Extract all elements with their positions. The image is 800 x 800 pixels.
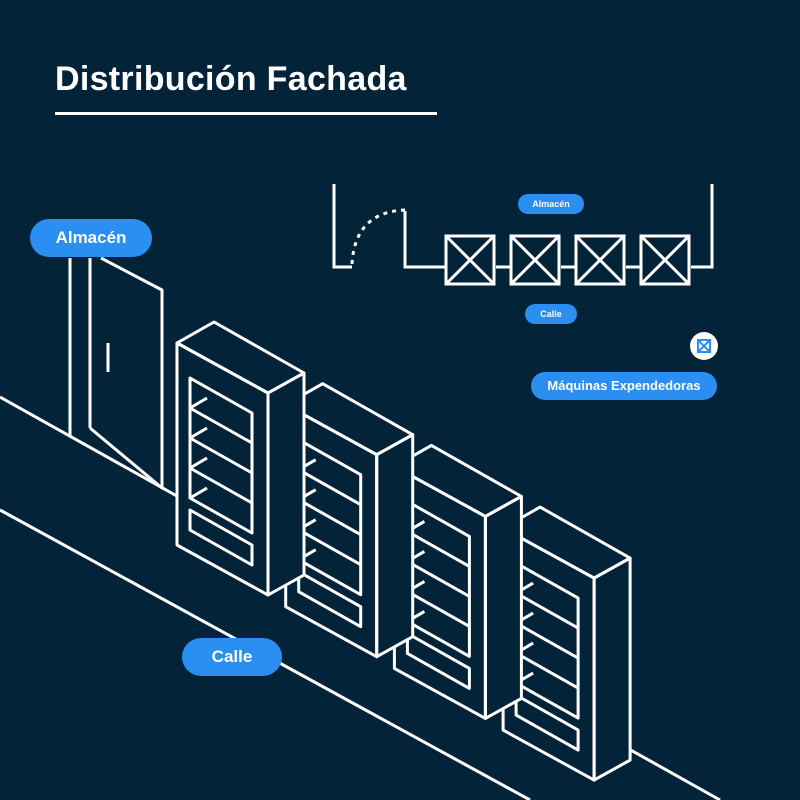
plan-warehouse-label: Almacén (518, 194, 584, 214)
plan-vending-machine (444, 234, 496, 286)
warehouse-door (68, 256, 164, 490)
vending-machines (175, 320, 632, 782)
vending-machine-box-icon (690, 332, 718, 360)
page-title: Distribución Fachada (55, 60, 407, 98)
title-underline (55, 112, 437, 115)
plan-vending-machine (574, 234, 626, 286)
warehouse-label: Almacén (30, 219, 152, 257)
street-label: Calle (182, 638, 282, 676)
plan-vending-machine (639, 234, 691, 286)
plan-street-label: Calle (525, 304, 577, 324)
floor-plan (332, 184, 714, 286)
plan-vending-machine (509, 234, 561, 286)
legend-vending-machines: Máquinas Expendedoras (531, 372, 717, 400)
vending-machine (175, 320, 306, 597)
